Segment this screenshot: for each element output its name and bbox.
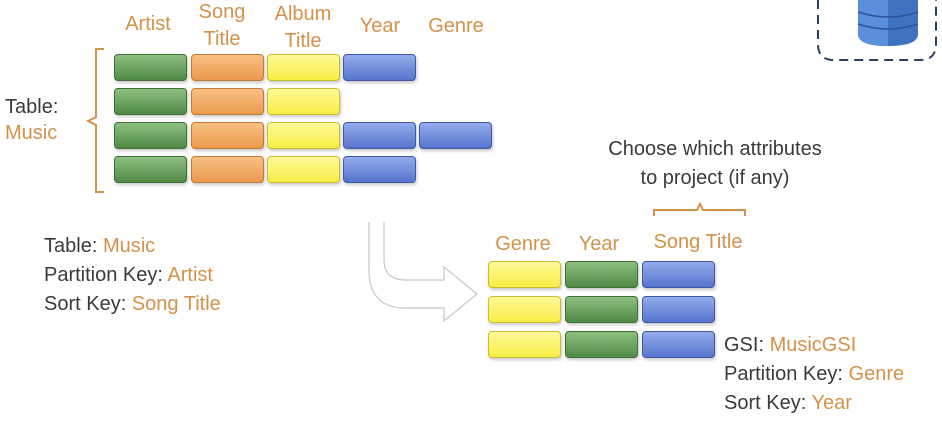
table-header-album-title: Album Title <box>274 3 332 52</box>
table-header-artist: Artist <box>125 13 171 35</box>
table-info-table-line: Table: Music <box>44 235 156 257</box>
music-table-cell-r3-c2 <box>191 122 264 149</box>
gsi-table-cell-r3-c1 <box>488 331 561 358</box>
music-table-cell-r4-c3 <box>267 156 340 183</box>
music-table-cell-r2-c3 <box>267 88 340 115</box>
gsi-table-cell-r3-c3 <box>642 331 715 358</box>
music-table-cell-r1-c4 <box>343 54 416 81</box>
table-bracket <box>85 48 104 193</box>
gsi-table-cell-r2-c1 <box>488 296 561 323</box>
table-info-sort-key-line: Sort Key: Song Title <box>44 293 221 315</box>
table-label: Table: Music <box>5 96 59 144</box>
music-table-cell-r3-c1 <box>114 122 187 149</box>
gsi-info-sort-key-line: Sort Key: Year <box>724 392 852 414</box>
gsi-info-name-line: GSI: MusicGSI <box>724 334 857 356</box>
music-table-cell-r2-c2 <box>191 88 264 115</box>
gsi-info: GSI: MusicGSI Partition Key: Genre Sort … <box>724 331 904 418</box>
table-name: Music <box>5 122 58 144</box>
gsi-table-cell-r1-c2 <box>565 261 638 288</box>
gsi-header-year: Year <box>578 233 620 255</box>
table-header-genre: Genre <box>428 15 484 37</box>
music-table-cell-r3-c3 <box>267 122 340 149</box>
gsi-table-cell-r1-c1 <box>488 261 561 288</box>
table-info: Table: Music Partition Key: Artist Sort … <box>44 232 221 319</box>
curved-arrow-icon <box>368 222 478 322</box>
music-table-cell-r3-c4 <box>343 122 416 149</box>
music-table-cell-r3-c5 <box>419 122 492 149</box>
gsi-table-cell-r2-c3 <box>642 296 715 323</box>
gsi-header-song-title: Song Title <box>653 231 743 253</box>
table-info-partition-key-line: Partition Key: Artist <box>44 264 213 286</box>
gsi-table-cell-r2-c2 <box>565 296 638 323</box>
projection-note: Choose which attributes to project (if a… <box>608 138 822 189</box>
music-table-cell-r4-c2 <box>191 156 264 183</box>
gsi-table-cell-r1-c3 <box>642 261 715 288</box>
music-table-cell-r1-c2 <box>191 54 264 81</box>
music-table-cell-r4-c1 <box>114 156 187 183</box>
table-header-year: Year <box>359 15 401 37</box>
database-icon <box>817 0 937 61</box>
gsi-header-genre: Genre <box>495 233 551 255</box>
music-table-cell-r1-c3 <box>267 54 340 81</box>
gsi-info-partition-key-line: Partition Key: Genre <box>724 363 905 385</box>
music-table-cell-r2-c1 <box>114 88 187 115</box>
table-header-song-title: Song Title <box>198 1 246 50</box>
gsi-table-cell-r3-c2 <box>565 331 638 358</box>
music-table-cell-r4-c4 <box>343 156 416 183</box>
music-table-cell-r1-c1 <box>114 54 187 81</box>
projection-bracket <box>653 201 746 216</box>
